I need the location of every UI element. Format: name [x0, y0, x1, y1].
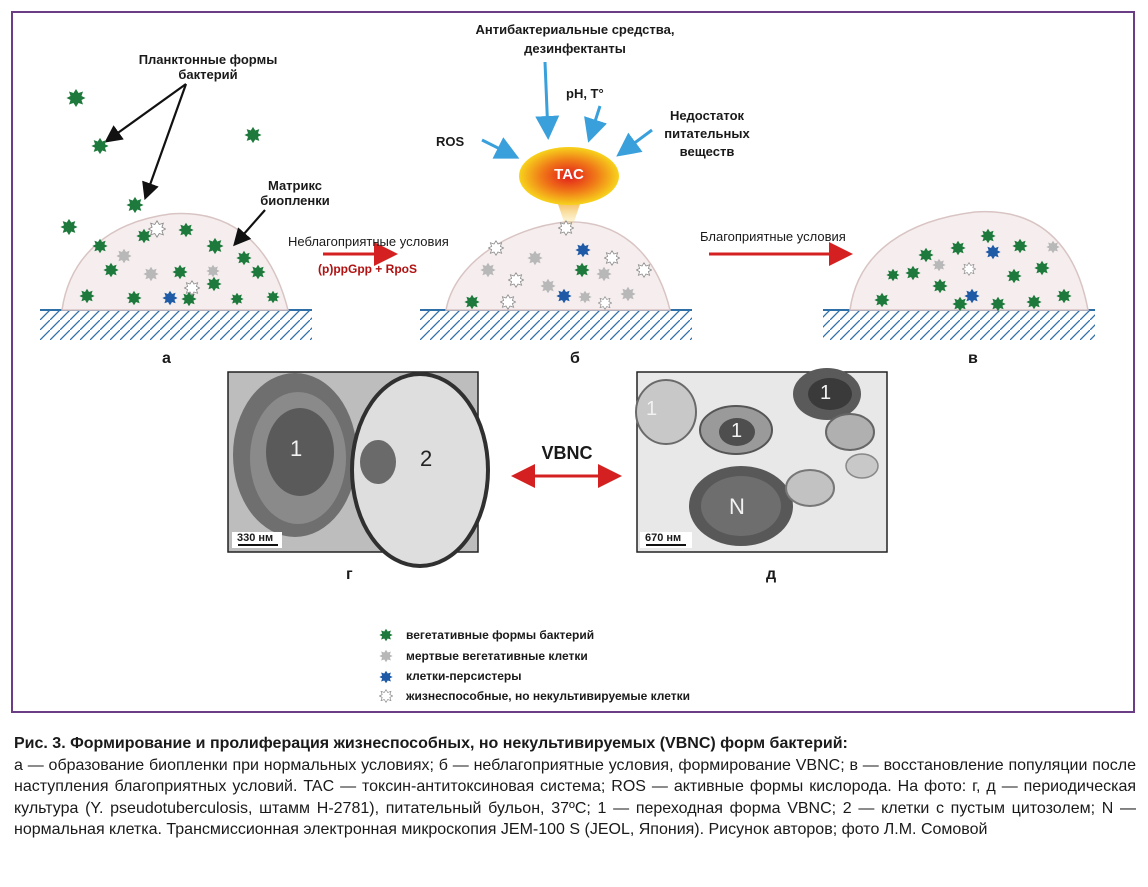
favorable-label: Благоприятные условия [700, 229, 846, 244]
panel-b-biofilm [420, 221, 692, 340]
caption-body: а — образование биопленки при нормальных… [14, 756, 1136, 839]
legend-text-vbnc: жизнеспособные, но некультивируемые клет… [406, 689, 690, 703]
ph-t-label: pH, T° [566, 86, 604, 101]
plankton-label: Планктонные формы бактерий [138, 52, 278, 82]
ros-label: ROS [436, 134, 465, 149]
photo-right-label-1c: 1 [820, 382, 832, 404]
legend-text-persister: клетки-персистеры [406, 669, 522, 683]
legend-icon-persister [379, 670, 393, 684]
micrograph-left [227, 371, 490, 568]
panel-v-biofilm [823, 210, 1095, 340]
stress-arrows [481, 61, 653, 159]
plankton-pointer-arrows [104, 83, 188, 201]
caption-title: Рис. 3. Формирование и пролиферация жизн… [14, 735, 848, 752]
photo-right-label-1b: 1 [731, 420, 743, 442]
photo-left-label-2: 2 [420, 446, 433, 471]
tac-label: TAC [554, 166, 584, 183]
vbnc-label: VBNC [541, 443, 593, 463]
photo-right-scale: 670 нм [642, 532, 685, 544]
photo-left-label-1: 1 [290, 436, 303, 461]
nutrients-label: Недостаток питательных веществ [664, 108, 750, 159]
panel-a-biofilm [40, 212, 312, 340]
matrix-pointer-arrow [233, 209, 266, 247]
diagram-canvas [40, 61, 1095, 703]
tac-ellipse [519, 147, 619, 205]
legend-icon-vegetative [379, 628, 393, 642]
legend-symbols [379, 628, 393, 703]
panel-label-b: б [570, 350, 580, 367]
micrograph-right [635, 368, 888, 553]
legend-text-vegetative: вегетативные формы бактерий [406, 628, 595, 642]
ppgpp-label: (p)ppGpp + RpoS [318, 262, 417, 276]
photo-left-scale: 330 нм [234, 532, 277, 544]
legend-icon-dead [379, 649, 393, 663]
figure-caption: Рис. 3. Формирование и пролиферация жизн… [14, 733, 1136, 841]
antibacterial-label: Антибактериальные средства, дезинфектант… [475, 22, 675, 56]
panel-label-a: а [162, 350, 171, 367]
unfavorable-label: Неблагоприятные условия [288, 234, 449, 249]
panel-label-v: в [968, 350, 978, 367]
panel-label-g: г [346, 566, 353, 583]
photo-right-label-1a: 1 [646, 398, 658, 420]
panel-label-d: д [766, 566, 777, 583]
photo-right-label-n: N [729, 494, 745, 519]
legend-icon-vbnc [379, 689, 393, 703]
legend-text-dead: мертвые вегетативные клетки [406, 649, 588, 663]
matrix-label: Матрикс биопленки [260, 178, 330, 208]
figure-frame [11, 11, 1135, 713]
